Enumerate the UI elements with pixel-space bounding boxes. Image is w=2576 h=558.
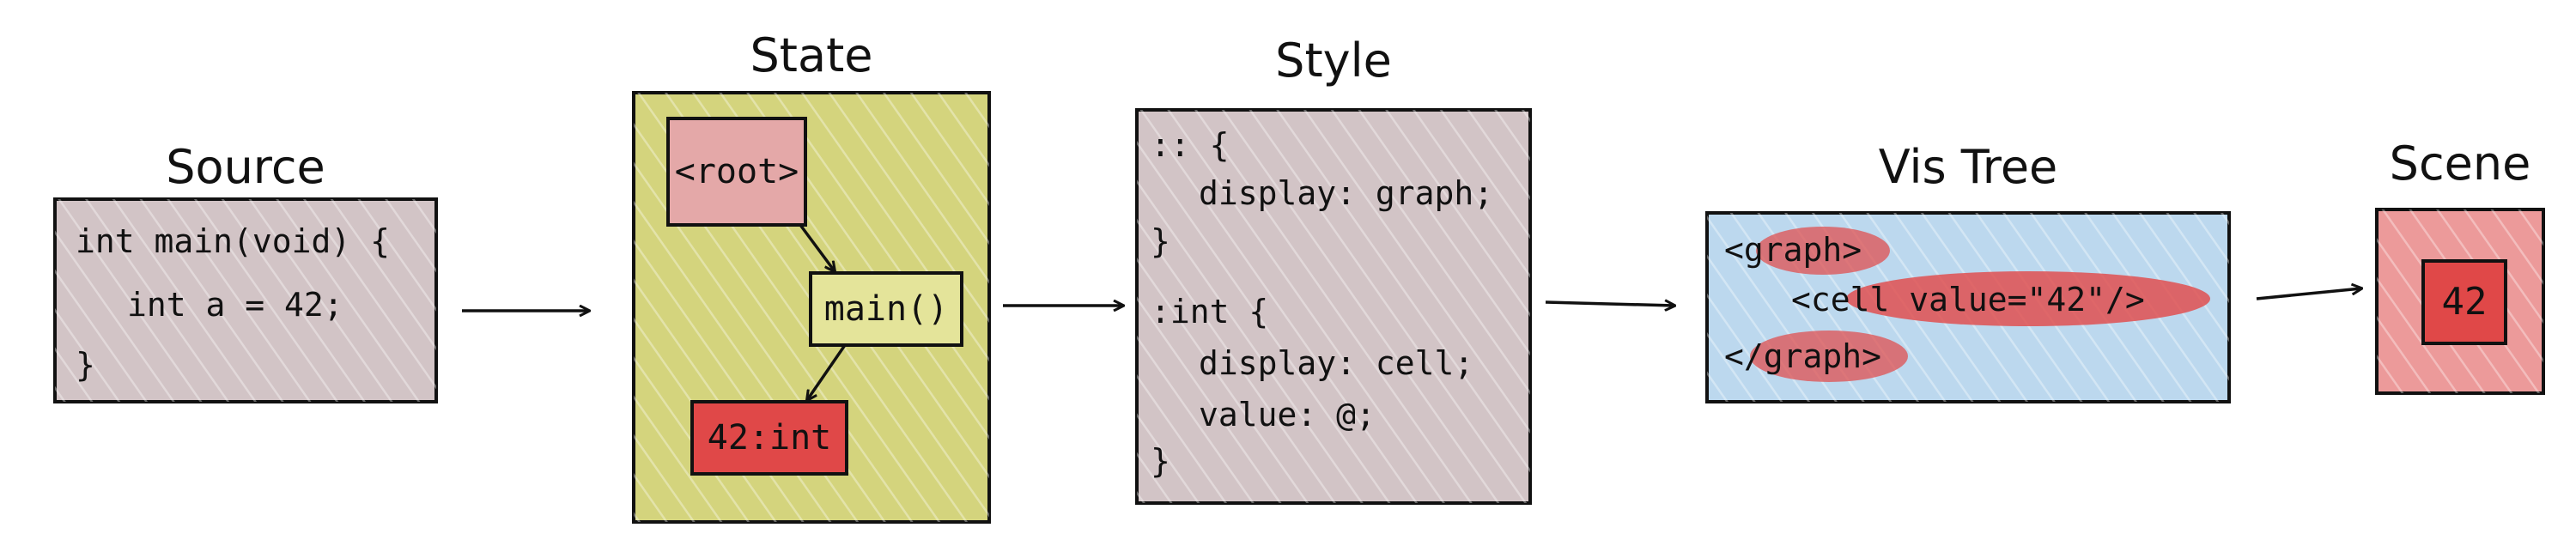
arrow-style-to-vis-tree: [1545, 302, 1674, 306]
style-line-4: :int {: [1151, 293, 1269, 331]
style-panel-hatch: [1137, 110, 1530, 503]
scene-title: Scene: [2389, 136, 2531, 191]
style-line-1: :: {: [1151, 126, 1230, 164]
vis-tree-panel: [1705, 211, 2231, 403]
node-int-box: [690, 400, 848, 476]
edge-root-main: [799, 223, 835, 271]
node-main-label: main(): [823, 289, 949, 329]
arrow-vis-tree-to-scene: [2256, 288, 2361, 300]
source-line-3: }: [76, 346, 95, 384]
highlight-cell: [1846, 271, 2210, 326]
node-root-label: <root>: [674, 152, 799, 191]
style-line-5: display: cell;: [1199, 344, 1474, 382]
vis-tree-line-1: <graph>: [1724, 231, 1862, 269]
source-title: Source: [166, 140, 325, 194]
node-root-box: [666, 117, 807, 227]
scene-cell-box: [2421, 259, 2507, 345]
vis-tree-line-3: </graph>: [1724, 337, 1882, 375]
highlight-graph-close: [1750, 331, 1908, 382]
state-title: State: [750, 28, 873, 82]
source-line-1: int main(void) {: [76, 222, 391, 260]
scene-cell-value: 42: [2441, 280, 2488, 324]
style-line-3: }: [1151, 222, 1170, 260]
style-line-7: }: [1151, 442, 1170, 480]
style-line-2: display: graph;: [1199, 174, 1494, 212]
source-panel: [53, 197, 438, 403]
node-main-box: [809, 271, 963, 347]
node-int-label: 42:int: [707, 418, 832, 458]
highlight-graph-open: [1756, 227, 1890, 275]
vis-tree-title: Vis Tree: [1878, 140, 2058, 194]
scene-panel: [2375, 208, 2545, 395]
style-title: Style: [1275, 33, 1392, 88]
edge-main-int: [807, 344, 847, 400]
vis-tree-line-2: <cell value="42"/>: [1791, 281, 2145, 318]
source-line-2: int a = 42;: [127, 286, 343, 324]
source-panel-hatch: [55, 199, 436, 402]
style-panel: [1135, 108, 1532, 505]
style-line-6: value: @;: [1199, 396, 1376, 434]
state-panel: [632, 91, 991, 524]
